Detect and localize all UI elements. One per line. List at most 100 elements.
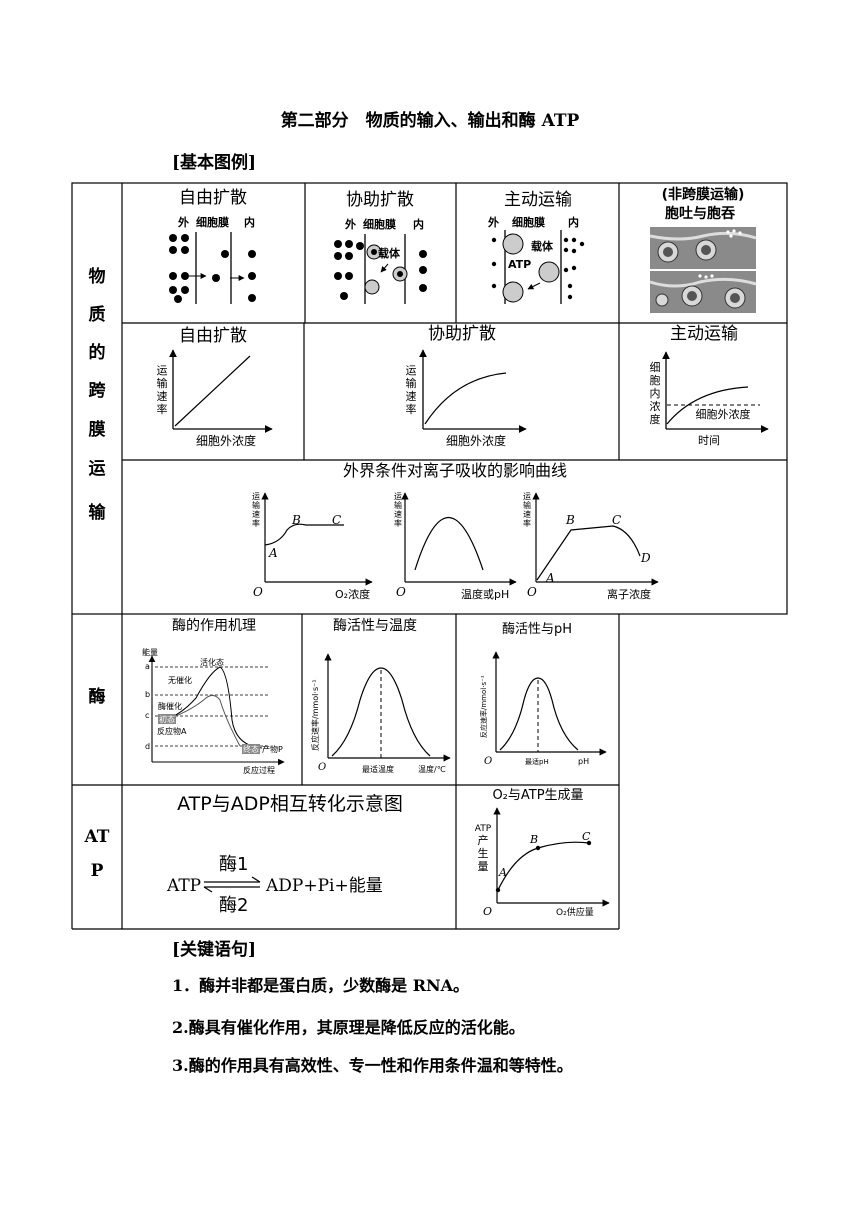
label-text: 温度或pH	[461, 587, 509, 601]
label-text: A	[545, 571, 555, 585]
label-text: O	[527, 585, 537, 599]
label-text: 细胞膜	[363, 217, 396, 231]
label-text: 酶活性与温度	[333, 618, 417, 634]
label-text: 输	[394, 500, 402, 510]
label-text: 最适pH	[525, 757, 549, 766]
label-text: 酶催化	[158, 701, 182, 711]
graph-facilitated-diffusion: 协助扩散 运输 速率 细胞外浓度	[406, 324, 527, 448]
section-basic-heading: [基本图例]	[172, 153, 257, 173]
label-text: O₂供应量	[556, 906, 594, 918]
label-text: 温度/℃	[418, 764, 446, 774]
label-text: 细胞膜	[512, 215, 545, 229]
label-text: 活化态	[200, 657, 224, 667]
label-text: 主动运输	[504, 190, 572, 210]
label-text: A	[268, 546, 278, 560]
label-text: 能量	[142, 647, 158, 657]
label-text: 载体	[531, 239, 554, 253]
label-text: 酶1	[219, 854, 248, 875]
label-text: 酶活性与pH	[502, 621, 572, 637]
label-text: 运	[157, 364, 168, 377]
diagram-active-transport: 主动运输 外 细胞膜 内 载体 ATP	[487, 190, 585, 304]
label-text: 率	[157, 402, 168, 416]
label-text: 外	[177, 215, 189, 229]
label-text: 速	[406, 390, 417, 403]
section-key-heading: [关键语句]	[172, 940, 257, 960]
label-text: 酶的作用机理	[172, 618, 256, 634]
micrograph-image	[649, 227, 757, 313]
label-text: O	[318, 762, 326, 773]
key-point-1: 1．酶并非都是蛋白质，少数酶是 RNA。	[172, 976, 470, 995]
label-text: O	[483, 905, 492, 918]
ion-plot-temperature: 运输 速率 O 温度或pH	[394, 492, 517, 601]
label-text: 物	[89, 266, 106, 287]
label-text: O₂与ATP生成量	[492, 788, 583, 803]
label-text: ATP	[166, 876, 201, 896]
page-title: 第二部分 物质的输入、输出和酶 ATP	[280, 111, 580, 131]
label-text: 输	[157, 376, 168, 390]
diagram-atp-adp-conversion: ATP与ADP相互转化示意图 ATP 酶1 酶2 ADP+Pi+能量	[166, 793, 403, 916]
graph-free-diffusion: 自由扩散 运输 速率 细胞外浓度	[157, 326, 273, 448]
key-point-3: 3.酶的作用具有高效性、专一性和作用条件温和等特性。	[172, 1056, 573, 1075]
row-header-transport: 物 质 的 跨 膜 运 输	[89, 266, 107, 523]
label-text: 输	[252, 500, 260, 510]
diagram-endocytosis-exocytosis: (非跨膜运输) 胞吐与胞吞	[649, 186, 757, 313]
label-text: 初态	[159, 714, 175, 724]
graph-enzyme-temperature: 酶活性与温度 反应速率/mmol·s⁻¹ O 最适温度 温度/℃	[310, 618, 451, 774]
label-text: 反应过程	[243, 765, 275, 775]
label-text: 内	[413, 217, 424, 231]
label-text: 细胞外浓度	[196, 433, 256, 448]
label-text: 膜	[89, 419, 106, 440]
label-text: 运	[89, 459, 106, 479]
ion-absorption-curves: 外界条件对离子吸收的影响曲线 运输 速率 A B C O O₂浓度 运输	[252, 461, 659, 601]
label-text: 协助扩散	[346, 190, 414, 210]
label-text: 运	[252, 492, 260, 501]
label-text: D	[640, 551, 651, 565]
label-text: 速	[157, 390, 168, 403]
label-text: ATP	[508, 258, 531, 271]
label-text: ATP与ADP相互转化示意图	[177, 793, 403, 815]
row-header-enzyme: 酶	[89, 686, 106, 707]
table-grid	[71, 182, 788, 930]
graph-enzyme-mechanism: 酶的作用机理 能量 反应过程 a b c d 活化态 无催化 酶催化 初态 反应…	[142, 618, 285, 775]
label-text: 酶2	[219, 895, 248, 916]
label-text: 胞吐与胞吞	[664, 205, 735, 222]
label-text: 自由扩散	[179, 188, 247, 208]
label-text: 产	[478, 833, 489, 847]
label-text: 内	[244, 215, 255, 229]
label-text: pH	[578, 757, 589, 766]
label-text: 输	[89, 502, 107, 523]
label-text: C	[612, 513, 621, 527]
label-text: 细胞膜	[196, 215, 229, 229]
label-text: a	[145, 662, 150, 671]
label-text: O	[396, 585, 406, 599]
label-text: 浓	[650, 400, 661, 413]
label-text: 最适温度	[362, 764, 394, 774]
row-header-atp-1: AT	[84, 827, 110, 847]
label-text: 自由扩散	[179, 326, 247, 346]
label-text: (非跨膜运输)	[662, 186, 745, 203]
label-text: 终态	[243, 744, 259, 754]
label-text: 运	[394, 492, 402, 501]
label-text: 输	[523, 500, 531, 510]
ion-plot-o2: 运输 速率 A B C O O₂浓度	[252, 492, 373, 601]
label-text: 的	[89, 342, 106, 363]
label-text: O₂浓度	[335, 587, 370, 601]
label-text: 速	[252, 510, 260, 519]
label-text: b	[145, 690, 150, 699]
graph-active-transport: 主动运输 细胞 内浓 度 细胞外浓度 时间	[650, 324, 769, 447]
label-text: 输	[406, 376, 417, 390]
label-text: 生	[478, 846, 489, 860]
graph-o2-atp: O₂与ATP生成量 ATP 产 生 量 A B C O O₂供应量	[475, 788, 610, 918]
label-text: c	[145, 711, 149, 720]
ion-plot-ion-concentration: 运输 速率 A B C D O 离子浓度	[523, 492, 659, 601]
label-text: 速	[523, 510, 531, 519]
label-text: 外界条件对离子吸收的影响曲线	[343, 461, 567, 480]
label-text: 载体	[378, 246, 401, 260]
label-text: 外	[487, 215, 499, 229]
label-text: 细胞外浓度	[696, 407, 751, 421]
graph-enzyme-ph: 酶活性与pH 反应速率/mmol·s⁻¹ O 最适pH pH	[479, 621, 607, 767]
label-text: 内	[650, 386, 661, 400]
label-text: ATP	[475, 824, 492, 834]
label-text: 协助扩散	[428, 324, 496, 344]
